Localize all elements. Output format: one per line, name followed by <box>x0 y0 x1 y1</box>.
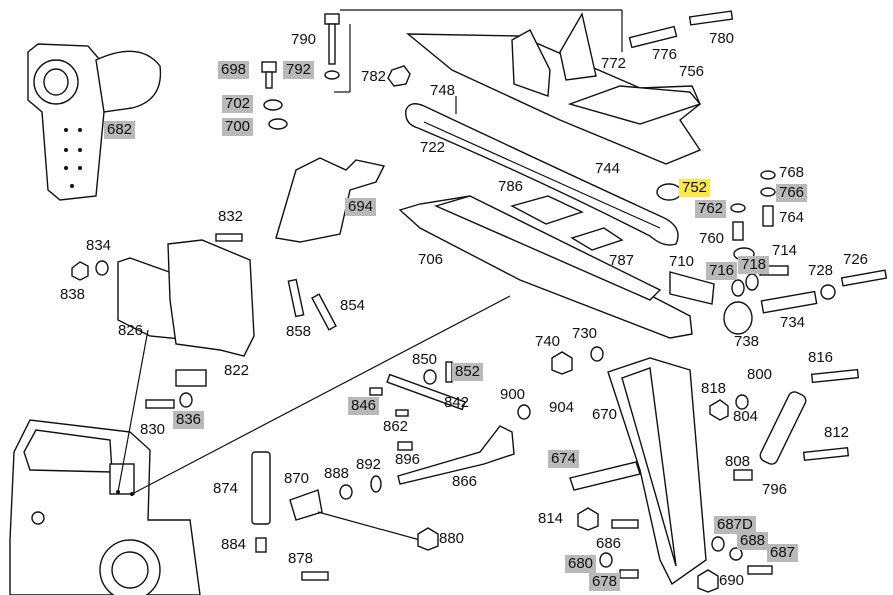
part-label-764[interactable]: 764 <box>779 209 805 226</box>
part-label-786[interactable]: 786 <box>498 178 524 195</box>
truck-drawing <box>9 419 201 595</box>
part-label-904[interactable]: 904 <box>549 399 575 416</box>
part-label-790[interactable]: 790 <box>291 31 317 48</box>
part-label-776[interactable]: 776 <box>652 46 678 63</box>
part-label-846[interactable]: 846 <box>348 397 380 415</box>
part-label-687D[interactable]: 687D <box>714 516 756 534</box>
part-label-814[interactable]: 814 <box>538 510 564 527</box>
part-label-688[interactable]: 688 <box>737 532 769 550</box>
part-label-782[interactable]: 782 <box>361 68 387 85</box>
part-label-878[interactable]: 878 <box>288 550 314 567</box>
part-label-838[interactable]: 838 <box>60 286 86 303</box>
part-label-800[interactable]: 800 <box>747 366 773 383</box>
part-label-880[interactable]: 880 <box>439 530 465 547</box>
part-label-762[interactable]: 762 <box>695 200 727 218</box>
part-label-700[interactable]: 700 <box>222 118 254 136</box>
part-label-884[interactable]: 884 <box>221 536 247 553</box>
part-label-686[interactable]: 686 <box>596 535 622 552</box>
part-label-690[interactable]: 690 <box>719 572 745 589</box>
part-label-728[interactable]: 728 <box>808 262 834 279</box>
part-label-834[interactable]: 834 <box>86 237 112 254</box>
part-label-740[interactable]: 740 <box>535 333 561 350</box>
part-label-780[interactable]: 780 <box>709 30 735 47</box>
part-label-768[interactable]: 768 <box>779 164 805 181</box>
part-label-804[interactable]: 804 <box>733 408 759 425</box>
part-label-702[interactable]: 702 <box>222 95 254 113</box>
part-label-816[interactable]: 816 <box>808 349 834 366</box>
part-label-756[interactable]: 756 <box>679 63 705 80</box>
part-label-722[interactable]: 722 <box>420 139 446 156</box>
part-label-832[interactable]: 832 <box>218 208 244 225</box>
part-label-818[interactable]: 818 <box>701 380 727 397</box>
part-label-766[interactable]: 766 <box>776 184 808 202</box>
part-label-760[interactable]: 760 <box>699 230 725 247</box>
part-label-734[interactable]: 734 <box>780 314 806 331</box>
part-label-830[interactable]: 830 <box>140 421 166 438</box>
part-label-670[interactable]: 670 <box>592 406 618 423</box>
part-label-726[interactable]: 726 <box>843 251 869 268</box>
part-label-687[interactable]: 687 <box>767 544 799 562</box>
part-label-718[interactable]: 718 <box>738 256 770 274</box>
part-label-874[interactable]: 874 <box>213 480 239 497</box>
part-label-896[interactable]: 896 <box>395 451 421 468</box>
part-label-714[interactable]: 714 <box>772 242 798 259</box>
part-label-710[interactable]: 710 <box>669 253 695 270</box>
part-label-836[interactable]: 836 <box>173 411 205 429</box>
part-label-888[interactable]: 888 <box>324 465 350 482</box>
part-label-787[interactable]: 787 <box>609 252 635 269</box>
part-label-744[interactable]: 744 <box>595 160 621 177</box>
bracket-682-drawing <box>27 43 162 201</box>
part-label-748[interactable]: 748 <box>430 82 456 99</box>
part-label-698[interactable]: 698 <box>218 61 250 79</box>
part-label-842[interactable]: 842 <box>444 394 470 411</box>
part-label-852[interactable]: 852 <box>452 363 484 381</box>
part-label-812[interactable]: 812 <box>824 424 850 441</box>
part-label-892[interactable]: 892 <box>356 456 382 473</box>
part-label-730[interactable]: 730 <box>572 325 598 342</box>
part-label-694[interactable]: 694 <box>345 198 377 216</box>
part-label-738[interactable]: 738 <box>734 333 760 350</box>
part-label-870[interactable]: 870 <box>284 470 310 487</box>
part-label-674[interactable]: 674 <box>548 450 580 468</box>
part-label-796[interactable]: 796 <box>762 481 788 498</box>
part-label-854[interactable]: 854 <box>340 297 366 314</box>
part-label-716[interactable]: 716 <box>706 262 738 280</box>
part-label-866[interactable]: 866 <box>452 473 478 490</box>
part-label-682[interactable]: 682 <box>104 121 136 139</box>
part-label-706[interactable]: 706 <box>418 251 444 268</box>
part-label-752[interactable]: 752 <box>679 179 711 197</box>
part-label-858[interactable]: 858 <box>286 323 312 340</box>
part-label-808[interactable]: 808 <box>725 453 751 470</box>
part-label-680[interactable]: 680 <box>565 555 597 573</box>
part-label-826[interactable]: 826 <box>118 322 144 339</box>
part-label-792[interactable]: 792 <box>283 61 315 79</box>
part-label-850[interactable]: 850 <box>412 351 438 368</box>
part-label-900[interactable]: 900 <box>500 386 526 403</box>
part-label-772[interactable]: 772 <box>601 55 627 72</box>
part-label-862[interactable]: 862 <box>383 418 409 435</box>
part-label-678[interactable]: 678 <box>589 573 621 591</box>
part-label-822[interactable]: 822 <box>224 362 250 379</box>
